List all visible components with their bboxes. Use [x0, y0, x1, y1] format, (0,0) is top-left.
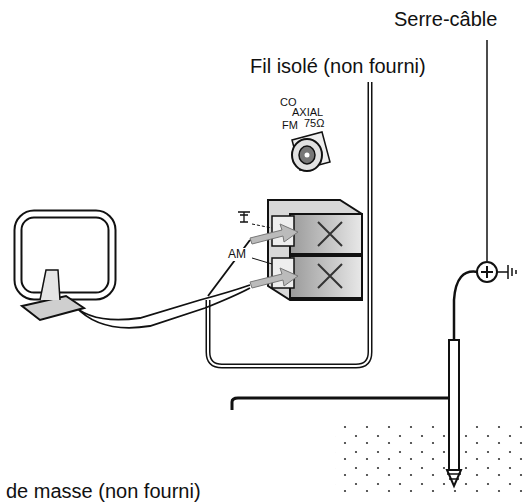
ground-wire [232, 398, 450, 410]
leader-line [252, 258, 272, 264]
cable-clamp [477, 262, 497, 282]
leader-line [486, 40, 488, 261]
ground-symbol [238, 212, 250, 222]
insulated-wire [208, 82, 370, 366]
antenna-lead [70, 285, 250, 328]
part-name: Fil isolé (non fourni) [248, 55, 428, 77]
fm-coaxial-connector [292, 132, 330, 171]
soil [335, 422, 525, 498]
part-name: de masse (non fourni) [4, 480, 203, 502]
clamp-wire [454, 272, 478, 340]
am-loop-antenna [18, 214, 112, 320]
ground-symbol [497, 265, 516, 279]
connector-label: 75Ω [302, 117, 326, 129]
ground-rod-tip [447, 470, 461, 486]
insert-arrow [250, 224, 298, 244]
part-name: Serre-câble [392, 8, 499, 30]
terminal-block [268, 200, 362, 300]
ground-rod [449, 340, 459, 470]
leader-line [252, 224, 272, 228]
terminal-label: AM [226, 248, 248, 261]
connector-label: FM [280, 119, 300, 131]
insert-arrow [250, 268, 298, 288]
